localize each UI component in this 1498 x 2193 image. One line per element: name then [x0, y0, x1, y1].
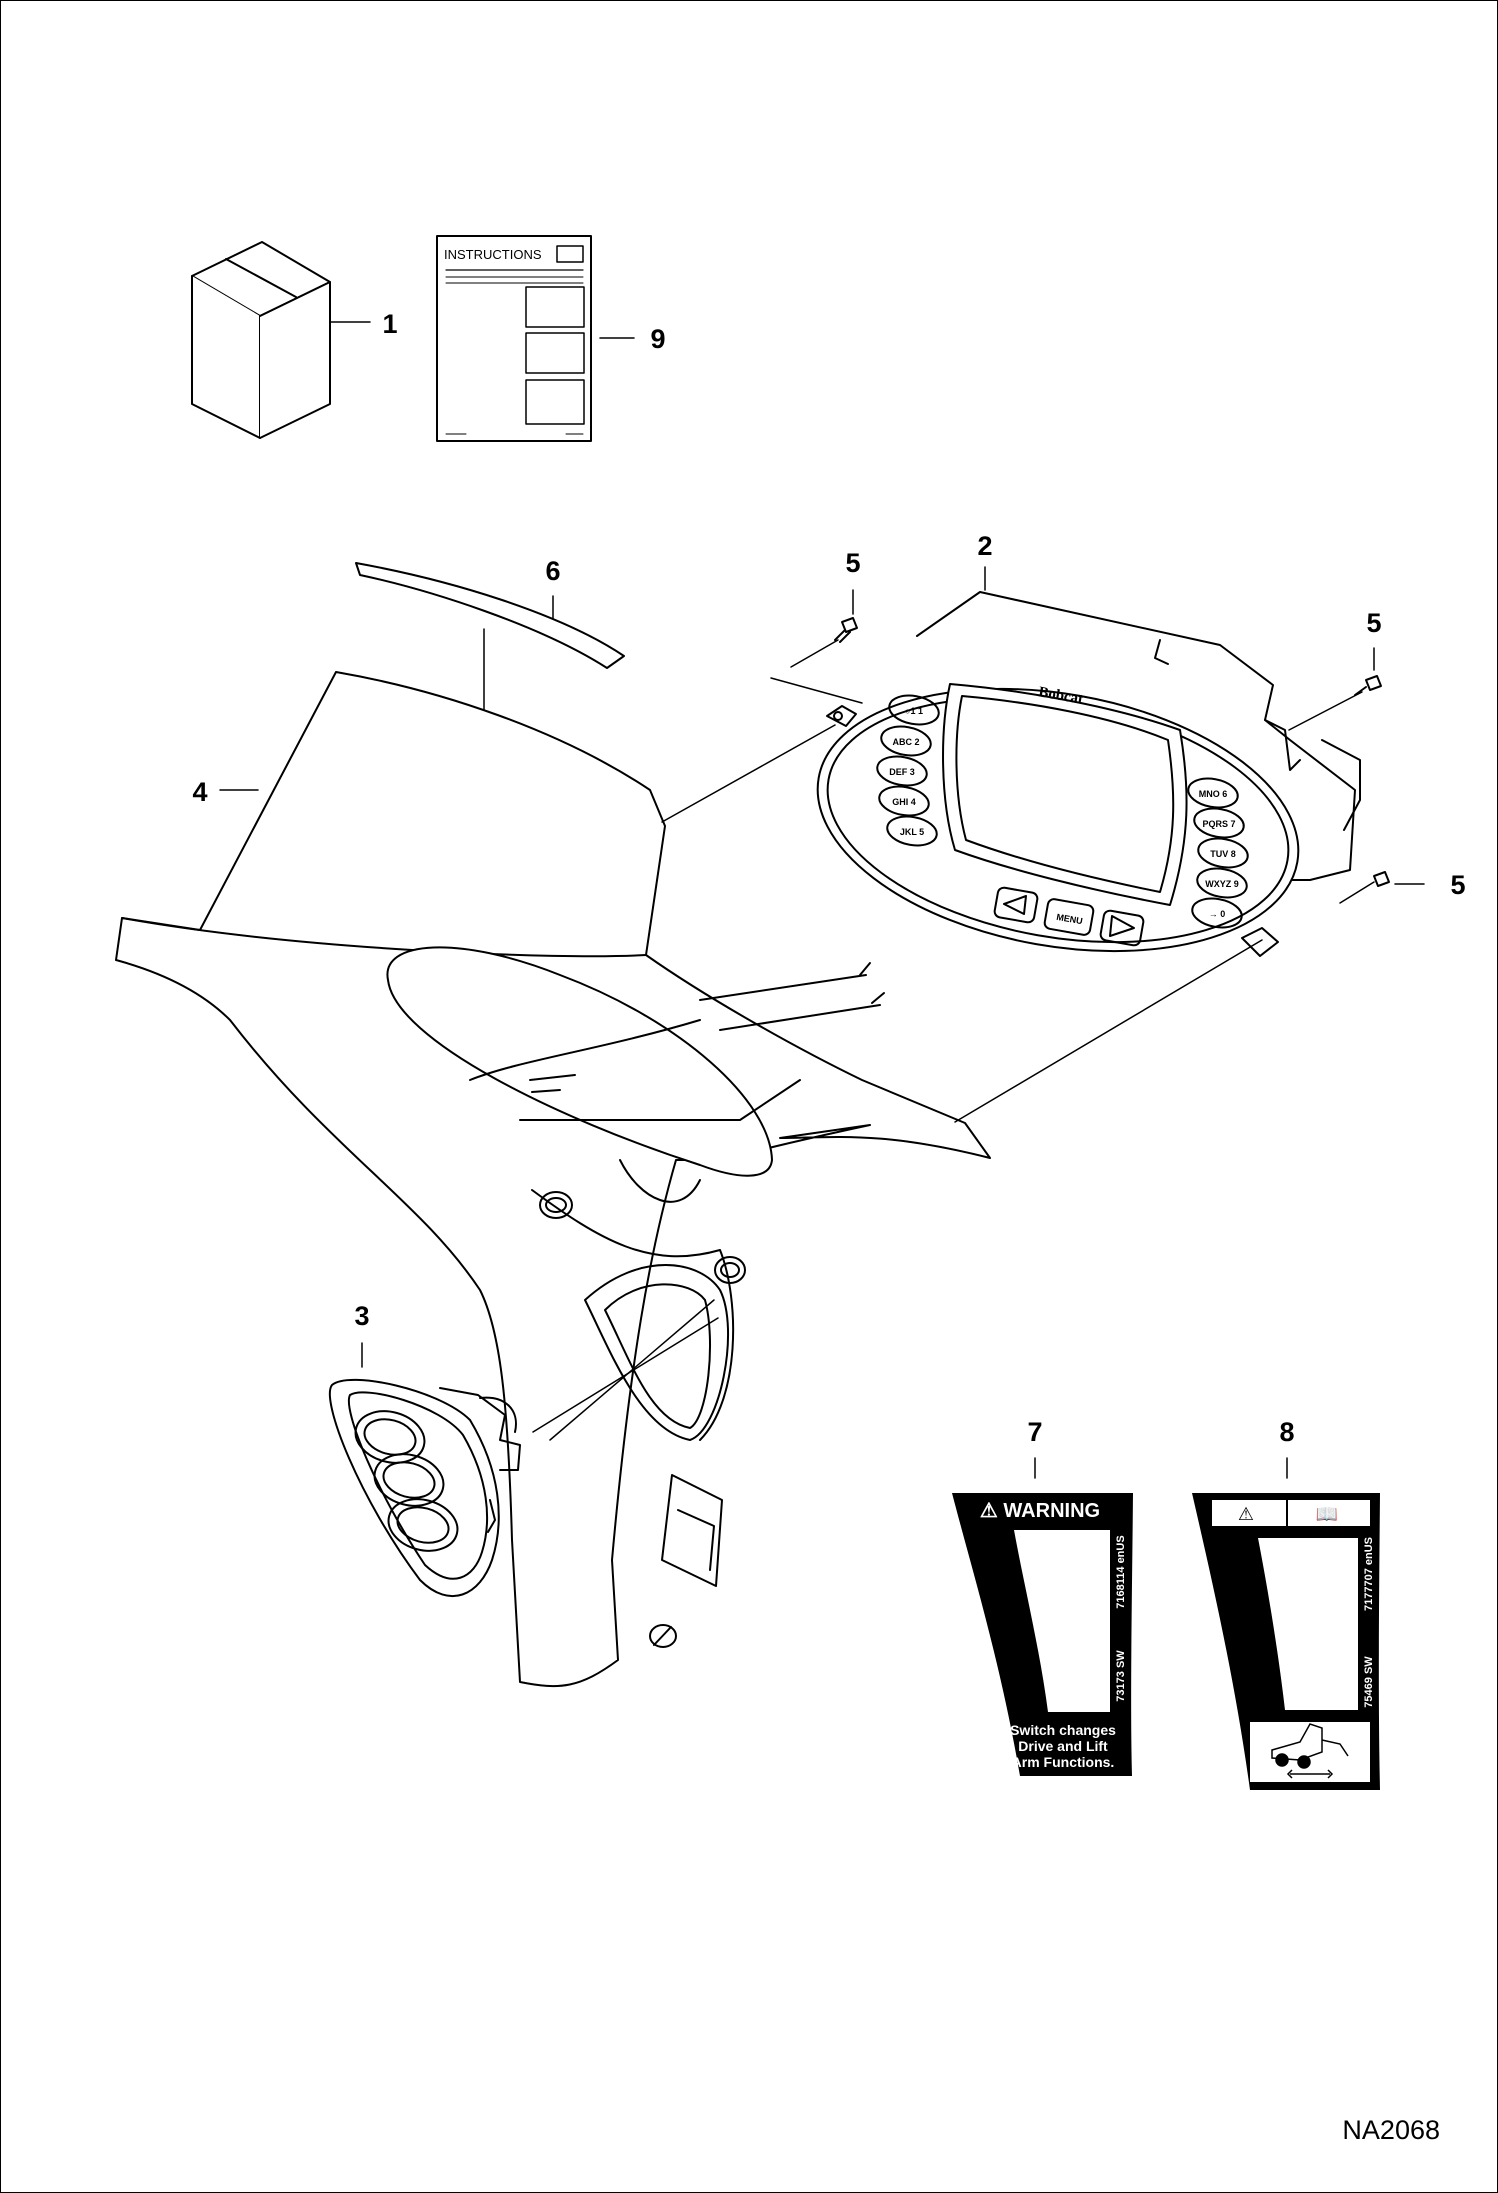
callout-3: 3 — [354, 1301, 369, 1331]
right-key-4: WXYZ 9 — [1205, 879, 1239, 889]
right-key-1: MNO 6 — [1199, 789, 1228, 799]
left-key-2: ABC 2 — [892, 737, 919, 747]
warning-decal: ⚠ WARNING 7168114 enUS 73173 SW Switch c… — [952, 1493, 1133, 1776]
console-panel — [115, 671, 991, 1687]
decal-7-header: ⚠ WARNING — [980, 1500, 1100, 1522]
decal-8-manual-icon: 📖 — [1316, 1504, 1338, 1525]
decal-7-part-number: 7168114 enUS — [1115, 1535, 1127, 1608]
switch-bezel — [328, 1317, 719, 1598]
callout-5-b: 5 — [1366, 608, 1381, 638]
right-key-5: → 0 — [1209, 909, 1226, 919]
left-key-4: GHI 4 — [892, 797, 916, 807]
instructions-sheet — [436, 235, 635, 442]
loader-icon — [1271, 1723, 1349, 1779]
left-key-5: JKL 5 — [900, 827, 924, 837]
callout-4: 4 — [192, 777, 207, 807]
callout-9: 9 — [650, 324, 665, 354]
decal-7-footer-1: Switch changes — [1010, 1722, 1116, 1738]
decal-8-warning-icon: ⚠ — [1238, 1504, 1254, 1525]
decal-7-footer-2: Drive and Lift — [1018, 1738, 1108, 1754]
display-brand: Bobcat — [1037, 684, 1084, 708]
display-right-key-labels: MNO 6 PQRS 7 TUV 8 WXYZ 9 → 0 — [1199, 789, 1239, 919]
right-key-2: PQRS 7 — [1202, 819, 1235, 829]
callout-5-c: 5 — [1450, 870, 1465, 900]
callout-7: 7 — [1027, 1417, 1042, 1447]
callout-1: 1 — [382, 309, 397, 339]
callout-2: 2 — [977, 531, 992, 561]
safety-symbol-decal: ⚠ 📖 7177707 enUS 75469 SW — [1192, 1493, 1380, 1790]
callout-5-a: 5 — [845, 548, 860, 578]
instructions-title: INSTRUCTIONS — [444, 247, 542, 262]
left-key-3: DEF 3 — [889, 767, 915, 777]
decal-7-footer-3: Arm Functions. — [1012, 1754, 1115, 1770]
mounting-screws — [790, 589, 1425, 904]
display-left-key-labels: ○1 1 ABC 2 DEF 3 GHI 4 JKL 5 — [889, 706, 924, 837]
right-key-3: TUV 8 — [1210, 849, 1236, 859]
figure-reference: NA2068 — [1342, 2115, 1440, 2145]
decal-8-part-number: 7177707 enUS — [1363, 1537, 1375, 1611]
callout-8: 8 — [1279, 1417, 1294, 1447]
display-unit — [661, 566, 1361, 1123]
display-menu-key: MENU — [1056, 912, 1084, 926]
left-key-1: ○1 1 — [905, 706, 923, 716]
callout-6: 6 — [545, 556, 560, 586]
kit-box — [191, 241, 371, 439]
decal-8-sw-number: 75469 SW — [1363, 1656, 1375, 1708]
decal-7-sw-number: 73173 SW — [1115, 1650, 1127, 1702]
